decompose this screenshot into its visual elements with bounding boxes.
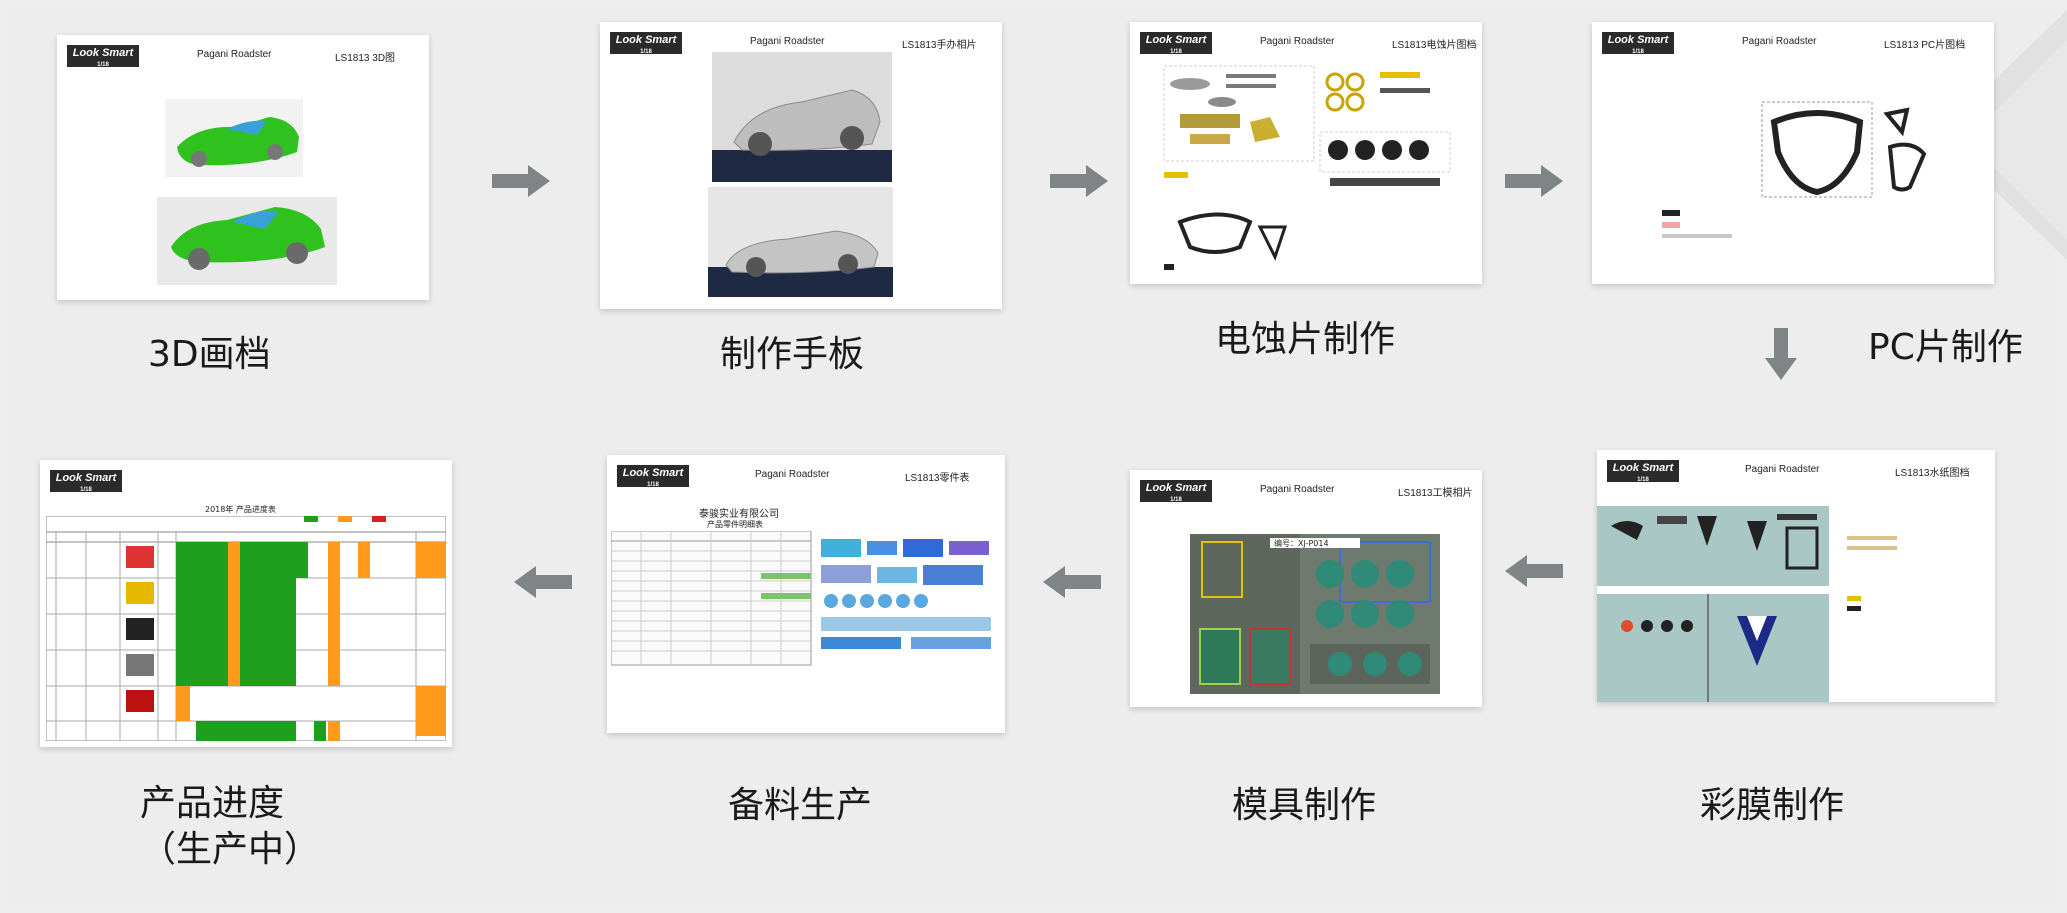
prototype-photo-top: [712, 52, 892, 182]
card-code: LS1813 PC片图档: [1884, 40, 1966, 51]
step-caption-mold: 模具制作: [1232, 785, 1377, 826]
mold-photo: 编号：XJ-P014: [1190, 534, 1440, 694]
card-code: LS1813水纸图档: [1895, 468, 1970, 479]
arrow-right-1-icon: [492, 165, 550, 197]
mold-label: 编号：XJ-P014: [1274, 538, 1329, 548]
card-model-name: Pagani Roadster: [1745, 464, 1820, 475]
arrow-right-2-icon: [1050, 165, 1108, 197]
card-code: LS1813手办相片: [902, 40, 977, 51]
card-code: LS1813工模相片: [1398, 488, 1473, 499]
decorative-triangle: [1937, 10, 2067, 260]
card-model-name: Pagani Roadster: [197, 49, 272, 60]
step-caption-3d: 3D画档: [148, 334, 271, 375]
step-caption-decal: 彩膜制作: [1700, 785, 1845, 826]
etched-parts-sheet: [1163, 65, 1451, 270]
card-model-name: Pagani Roadster: [755, 469, 830, 480]
card-code: LS1813电蚀片图档: [1392, 40, 1477, 51]
step-caption-progress: 产品进度 （生产中）: [140, 783, 321, 870]
decal-sheet-drawing: [1597, 506, 1897, 702]
parts-list-title: 产品零件明细表: [707, 520, 763, 529]
card-model-name: Pagani Roadster: [1260, 484, 1335, 495]
card-code: LS1813零件表: [905, 473, 970, 484]
pc-windshield-drawing: [1662, 101, 1927, 238]
progress-table: [46, 516, 446, 741]
green-3d-model-image: [157, 99, 337, 285]
step-caption-pc: PC片制作: [1868, 327, 2023, 368]
progress-table-title: 2018年 产品进度表: [205, 505, 276, 514]
prototype-photo-side: [708, 187, 893, 297]
card-model-name: Pagani Roadster: [750, 36, 825, 47]
arrow-right-3-icon: [1505, 165, 1563, 197]
step-caption-etching: 电蚀片制作: [1215, 319, 1396, 360]
arrow-left-3-icon: [514, 566, 572, 598]
parts-company-name: 泰骏实业有限公司: [699, 509, 779, 520]
arrow-down-icon: [1765, 328, 1797, 380]
arrow-left-1-icon: [1505, 555, 1563, 587]
parts-table-and-images: [611, 531, 991, 666]
card-model-name: Pagani Roadster: [1742, 36, 1817, 47]
card-model-name: Pagani Roadster: [1260, 36, 1335, 47]
card-code: LS1813 3D图: [335, 53, 396, 64]
step-caption-materials: 备料生产: [728, 785, 873, 826]
arrow-left-2-icon: [1043, 566, 1101, 598]
step-caption-prototype: 制作手板: [720, 334, 865, 375]
